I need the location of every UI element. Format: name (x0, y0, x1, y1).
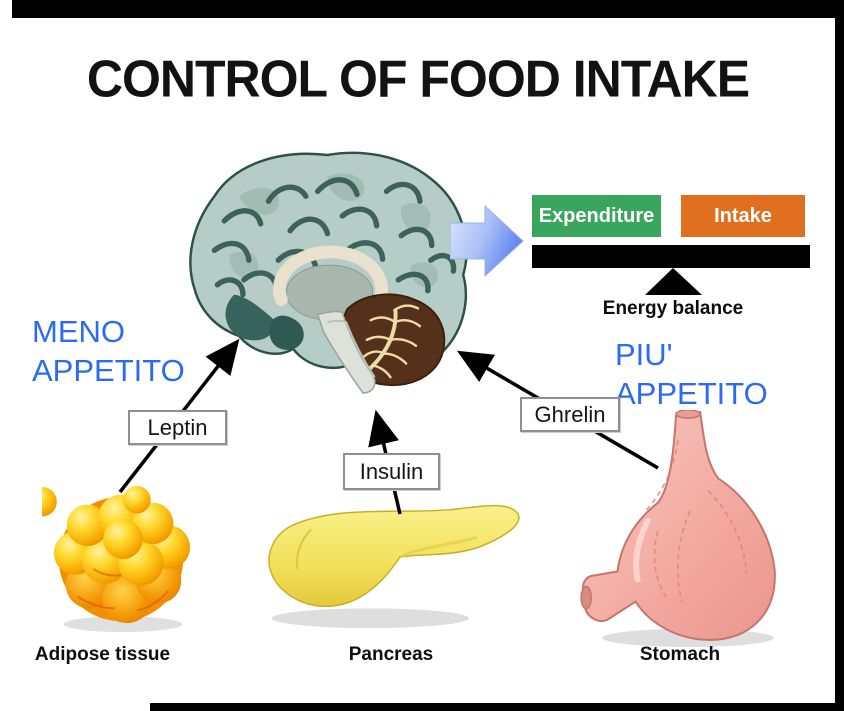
pancreas-label: Pancreas (348, 644, 434, 665)
stomach-label: Stomach (639, 644, 721, 665)
adipose-tissue-illustration (42, 485, 191, 633)
balance-fulcrum-triangle (645, 268, 702, 295)
esophagus-opening (675, 410, 701, 419)
stomach-illustration (580, 410, 776, 647)
frame-bar-bottom (150, 703, 844, 711)
cerebellum (341, 293, 446, 387)
meno-line1: MENO (32, 314, 125, 349)
insulin-label-box: Insulin (343, 453, 440, 490)
adipose-tissue-label: Adipose tissue (34, 644, 171, 665)
piu-appetito-note: PIU' APPETITO (615, 335, 768, 413)
insulin-label: Insulin (359, 458, 424, 484)
pancreas-illustration (268, 504, 520, 629)
ghrelin-label: Ghrelin (534, 401, 606, 427)
ghrelin-label-box: Ghrelin (520, 397, 620, 432)
expenditure-label: Expenditure (538, 204, 655, 227)
leptin-label-box: Leptin (128, 410, 227, 445)
meno-appetito-note: MENO APPETITO (32, 312, 185, 390)
brainstem (316, 310, 376, 394)
stomach-folds (645, 440, 748, 602)
intake-label: Intake (714, 204, 772, 227)
brain-illustration (189, 151, 468, 394)
intake-box: Intake (681, 195, 805, 237)
piu-line2: APPETITO (615, 376, 768, 411)
duodenum-opening (580, 585, 592, 610)
energy-balance-caption: Energy balance (602, 298, 744, 319)
balance-beam (532, 245, 810, 268)
piu-line1: PIU' (615, 337, 673, 372)
expenditure-box: Expenditure (532, 195, 661, 237)
page-title: CONTROL OF FOOD INTAKE (86, 49, 750, 109)
arbor-vitae (359, 304, 422, 379)
frame-bar-right (835, 0, 844, 711)
fat-cells (42, 485, 191, 624)
leptin-label: Leptin (147, 414, 208, 440)
frame-bar-top (12, 0, 844, 18)
meno-line2: APPETITO (32, 353, 185, 388)
brain-to-balance-arrow (450, 205, 524, 278)
fat-crevices (77, 568, 170, 612)
